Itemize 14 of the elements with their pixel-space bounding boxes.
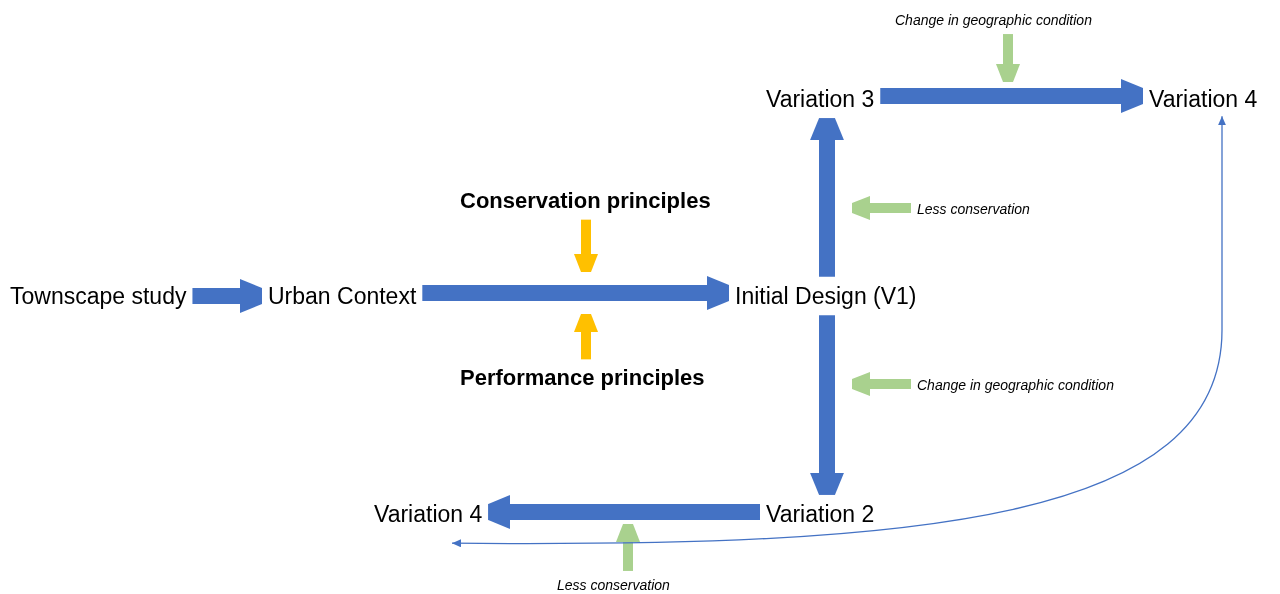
annotation-label: Change in geographic condition (895, 11, 1092, 29)
step-label: Townscape study (10, 282, 187, 310)
annotation-label: Change in geographic condition (917, 376, 1114, 394)
step-label: Urban Context (268, 282, 417, 310)
step-label: Variation 2 (766, 500, 875, 528)
annotation-label: Less conservation (917, 200, 1030, 218)
step-label: Initial Design (V1) (735, 282, 917, 310)
principle-label: Conservation principles (460, 188, 711, 214)
step-label: Variation 3 (766, 85, 875, 113)
step-label: Variation 4 (1149, 85, 1258, 113)
annotation-label: Less conservation (557, 576, 670, 594)
principle-label: Performance principles (460, 365, 705, 391)
step-label: Variation 4 (374, 500, 483, 528)
curved-arrow (451, 115, 1226, 548)
